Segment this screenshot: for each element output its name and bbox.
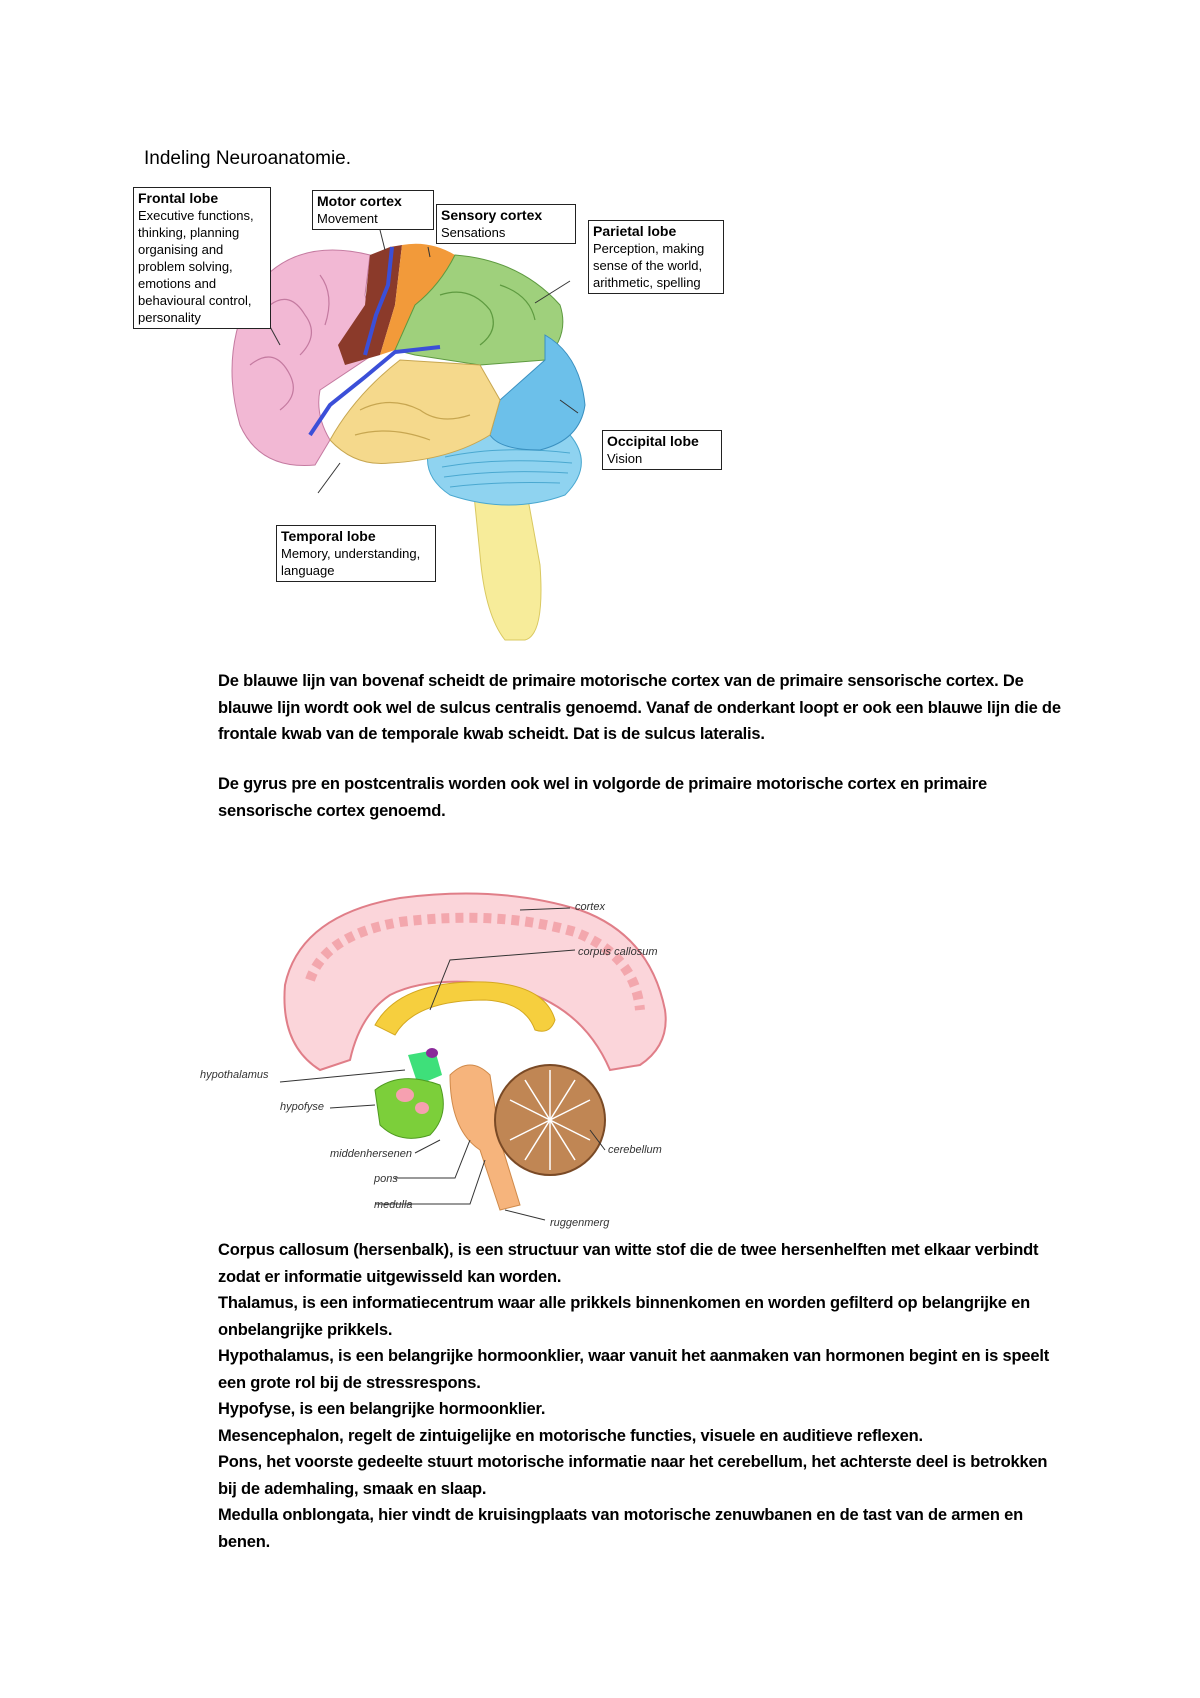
callout-title: Sensory cortex	[441, 207, 543, 223]
callout-sensory-cortex: Sensory cortex Sensations	[436, 204, 576, 244]
label-cortex: cortex	[575, 901, 605, 913]
label-ruggenmerg: ruggenmerg	[550, 1217, 610, 1229]
callout-title: Motor cortex	[317, 193, 402, 209]
definition-medulla: Medulla onblongata, hier vindt de kruisi…	[218, 1506, 1023, 1551]
corpus-callosum-shape	[374, 981, 556, 1036]
definition-thalamus: Thalamus, is een informatiecentrum waar …	[218, 1294, 1030, 1339]
label-cerebellum: cerebellum	[608, 1144, 662, 1156]
sulcus-centralis-line	[363, 246, 394, 356]
brain-sagittal-diagram: cortex corpus callosum hypothalamus hypo…	[200, 870, 760, 1230]
definitions-list: Corpus callosum (hersenbalk), is een str…	[218, 1237, 1068, 1555]
callout-description: Sensations	[441, 225, 506, 240]
paragraph-gyrus: De gyrus pre en postcentralis worden ook…	[218, 771, 1068, 824]
brain-lobes-diagram: Frontal lobe Executive functions, thinki…	[133, 187, 760, 655]
temporal-lobe-shape	[329, 359, 501, 465]
callout-description: Executive functions, thinking, planning …	[138, 208, 254, 325]
paragraph-sulcus-text: De blauwe lijn van bovenaf scheidt de pr…	[218, 672, 1061, 743]
callout-motor-cortex: Motor cortex Movement	[312, 190, 434, 230]
callout-title: Temporal lobe	[281, 528, 376, 544]
definition-hypofyse: Hypofyse, is een belangrijke hormoonklie…	[218, 1400, 546, 1418]
definition-corpus-callosum: Corpus callosum (hersenbalk), is een str…	[218, 1241, 1039, 1286]
callout-title: Frontal lobe	[138, 190, 219, 206]
callout-description: Movement	[317, 211, 378, 226]
label-hypothalamus: hypothalamus	[200, 1069, 269, 1081]
paragraph-sulcus: De blauwe lijn van bovenaf scheidt de pr…	[218, 668, 1068, 748]
brainstem-shape	[449, 1064, 521, 1211]
brain-sagittal-illustration: cortex corpus callosum hypothalamus hypo…	[200, 892, 667, 1229]
definition-mesencephalon: Mesencephalon, regelt de zintuigelijke e…	[218, 1426, 923, 1445]
label-medulla: medulla	[374, 1199, 413, 1211]
callout-description: Memory, understanding, language	[281, 546, 421, 578]
definition-hypothalamus: Hypothalamus, is een belangrijke hormoon…	[218, 1347, 1050, 1392]
hypothalamus-shape	[408, 1050, 442, 1085]
page-title: Indeling Neuroanatomie.	[144, 148, 352, 169]
callout-title: Occipital lobe	[607, 433, 699, 449]
midbrain-shape	[374, 1078, 444, 1139]
paragraph-gyrus-text: De gyrus pre en postcentralis worden ook…	[218, 775, 987, 820]
label-hypofyse: hypofyse	[280, 1101, 324, 1113]
callout-occipital-lobe: Occipital lobe Vision	[602, 430, 722, 470]
callout-frontal-lobe: Frontal lobe Executive functions, thinki…	[133, 187, 271, 329]
sensory-cortex-shape	[380, 243, 455, 355]
label-corpus-callosum: corpus callosum	[578, 946, 657, 958]
label-pons: pons	[373, 1173, 398, 1185]
callout-temporal-lobe: Temporal lobe Memory, understanding, lan…	[276, 525, 436, 582]
parietal-lobe-shape	[394, 254, 564, 366]
sulcus-lateralis-line	[308, 345, 441, 437]
definition-pons: Pons, het voorste gedeelte stuurt motori…	[218, 1453, 1048, 1498]
callout-description: Vision	[607, 451, 643, 466]
thalamus-dot	[426, 1048, 438, 1058]
callout-title: Parietal lobe	[593, 223, 677, 239]
occipital-lobe-shape	[489, 334, 586, 451]
callout-parietal-lobe: Parietal lobe Perception, making sense o…	[588, 220, 724, 294]
callout-description: Perception, making sense of the world, a…	[593, 241, 705, 290]
label-middenhersenen: middenhersenen	[330, 1148, 412, 1160]
